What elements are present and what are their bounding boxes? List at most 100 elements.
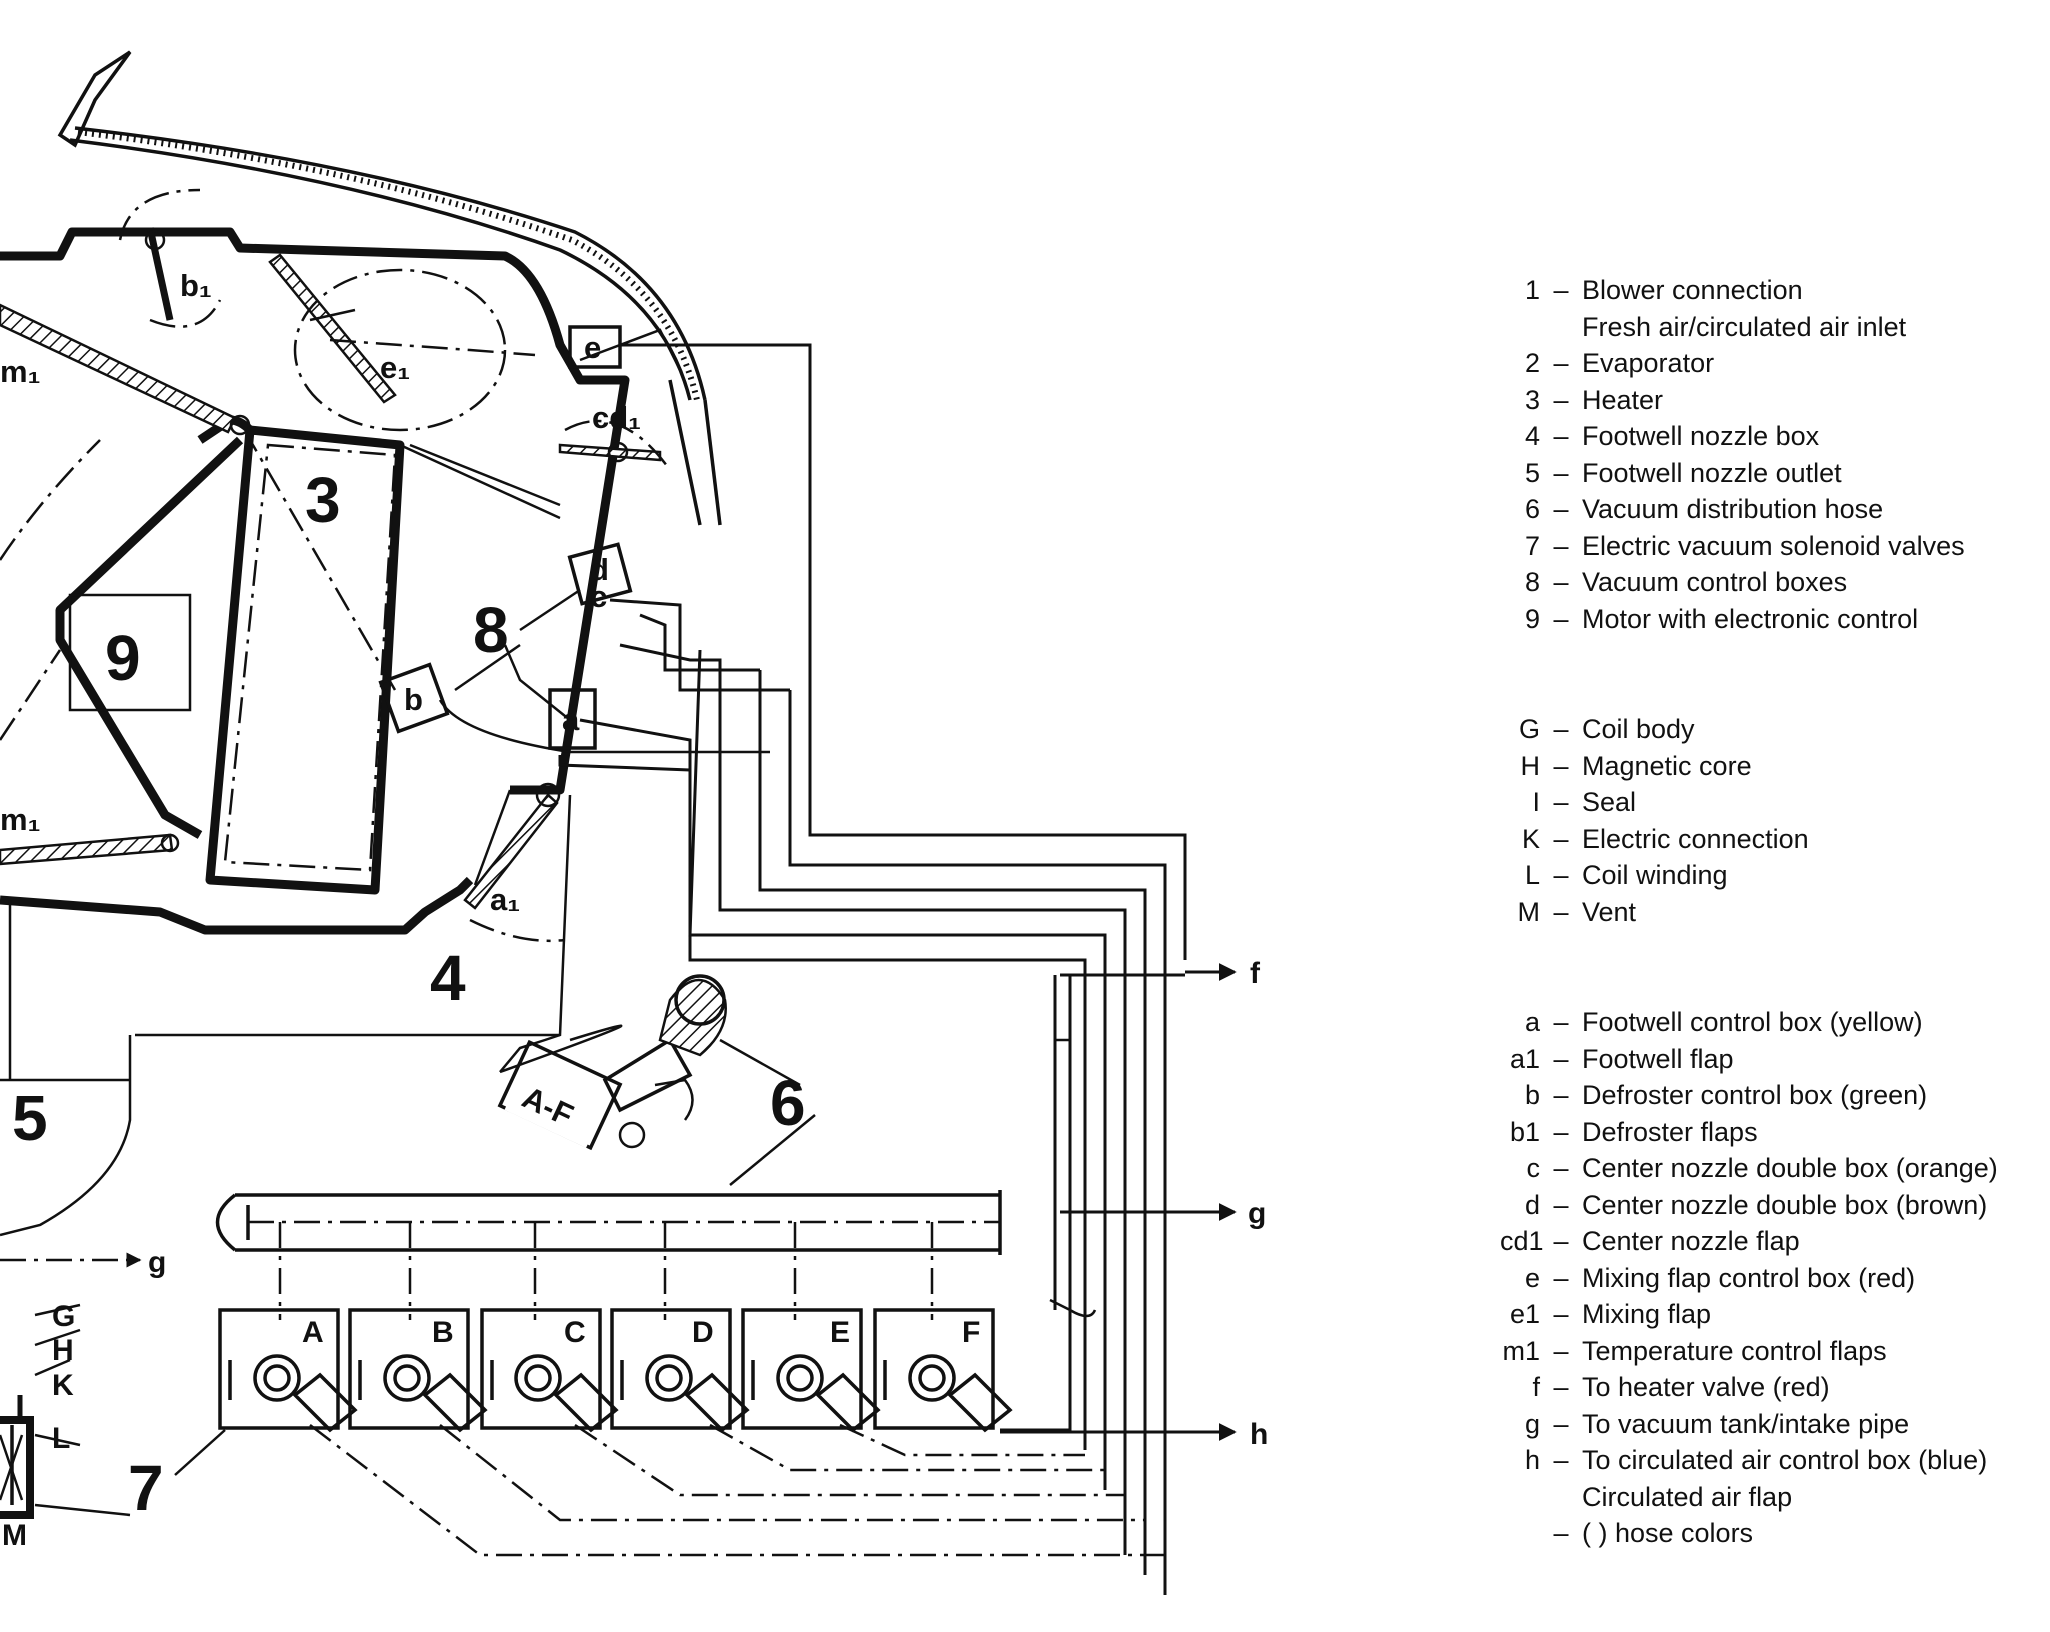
legend-text: Motor with electronic control — [1582, 603, 1919, 634]
legend-text: Coil body — [1582, 714, 1695, 744]
legend-dash: – — [1553, 860, 1569, 890]
legend-text: Footwell nozzle box — [1582, 421, 1820, 451]
legend-key: 4 — [1524, 421, 1540, 451]
legend-dash: – — [1553, 823, 1569, 854]
valve-d-label: D — [692, 1316, 714, 1349]
legend-item: G–Coil body — [1500, 711, 2050, 748]
legend-item: b1–Defroster flaps — [1500, 1114, 2050, 1151]
legend-dash: – — [1553, 750, 1569, 781]
legend-item: 4–Footwell nozzle box — [1500, 418, 2050, 455]
legend-text: To vacuum tank/intake pipe — [1582, 1408, 1910, 1439]
legend-text: Evaporator — [1582, 348, 1715, 378]
legend-key: 7 — [1524, 530, 1540, 561]
legend-dash: – — [1553, 567, 1569, 597]
legend-key: a — [1524, 1007, 1540, 1037]
legend-dash: – — [1553, 384, 1569, 415]
legend-dash — [1540, 309, 1582, 346]
legend-dash: – — [1553, 457, 1569, 488]
svg-text:d: d — [590, 552, 609, 587]
motor-housing — [0, 313, 244, 839]
legend-dash: – — [1553, 787, 1569, 817]
vacuum-distributor — [215, 1114, 1002, 1320]
legend-dash: – — [1553, 896, 1569, 927]
temperature-flap-top — [0, 303, 251, 436]
legend-text: Fresh air/circulated air inlet — [1582, 311, 1907, 342]
legend-text: Defroster flaps — [1582, 1116, 1758, 1147]
legend-key — [1500, 1515, 1540, 1552]
svg-text:b: b — [404, 682, 423, 717]
legend-dash: – — [1553, 1116, 1569, 1147]
legend-key — [1500, 309, 1540, 346]
legend-text: Footwell flap — [1582, 1043, 1734, 1074]
svg-text:c: c — [590, 579, 607, 614]
label-vacuum-hose: 6 — [770, 1067, 806, 1139]
legend-item: L–Coil winding — [1500, 857, 2050, 894]
legend-key: 8 — [1524, 567, 1540, 597]
legend-key: 6 — [1524, 494, 1540, 524]
legend-item: I–Seal — [1500, 784, 2050, 821]
temperature-flap-bottom — [0, 833, 180, 866]
legend-item: m1–Temperature control flaps — [1500, 1333, 2050, 1370]
legend-item: 2–Evaporator — [1500, 345, 2050, 382]
legend-text: Center nozzle flap — [1582, 1226, 1800, 1256]
legend-text: To circulated air control box (blue) — [1582, 1445, 1988, 1475]
valve-b-label: B — [432, 1316, 454, 1349]
legend-key: M — [1517, 896, 1541, 927]
legend-item: 5–Footwell nozzle outlet — [1500, 455, 2050, 492]
outlet-g: g — [1248, 1197, 1266, 1230]
legend-text: Circulated air flap — [1582, 1481, 1793, 1512]
legend-dash: – — [1553, 1408, 1569, 1439]
solenoid-valve-row — [174, 1308, 1165, 1557]
detail-k-label: K — [52, 1369, 74, 1402]
legend-dash: – — [1553, 494, 1569, 524]
legend-item: 3–Heater — [1500, 382, 2050, 419]
legend-dash: – — [1553, 348, 1569, 378]
outlet-h: h — [1250, 1418, 1268, 1451]
legend-key: cd1 — [1500, 1226, 1544, 1256]
legend-item: 7–Electric vacuum solenoid valves — [1500, 528, 2050, 565]
label-control-boxes: 8 — [473, 594, 509, 666]
control-box-e: e — [568, 325, 622, 369]
legend-text: Footwell control box (yellow) — [1582, 1007, 1923, 1037]
detail-g-label: G — [52, 1300, 75, 1333]
legend-key: b — [1524, 1080, 1540, 1110]
legend-item: a–Footwell control box (yellow) — [1500, 1004, 2050, 1041]
legend-key: 5 — [1524, 457, 1540, 488]
legend-item: M–Vent — [1500, 894, 2050, 931]
legend-key: 3 — [1524, 384, 1540, 415]
legend-item: c–Center nozzle double box (orange) — [1500, 1150, 2050, 1187]
legend-text: Footwell nozzle outlet — [1582, 457, 1842, 488]
detail-m-label: M — [2, 1519, 27, 1552]
legend-key: 1 — [1524, 275, 1540, 305]
legend-item: e1–Mixing flap — [1500, 1296, 2050, 1333]
label-defroster-flap: b₁ — [180, 268, 212, 303]
legend-dash: – — [1553, 714, 1569, 744]
windshield-cowl — [57, 50, 722, 526]
valve-a-label: A — [302, 1316, 324, 1349]
legend-item: a1–Footwell flap — [1500, 1041, 2050, 1078]
legend-key: 9 — [1524, 603, 1540, 634]
vacuum-hose-routing — [558, 343, 1237, 1595]
valve-e-label: E — [830, 1316, 850, 1349]
legend-dash: – — [1553, 603, 1569, 634]
valve-f-label: F — [962, 1316, 980, 1349]
label-footwell-nozzle-box: 4 — [430, 942, 466, 1014]
legend-item: Circulated air flap — [1500, 1479, 2050, 1516]
legend-key: G — [1518, 714, 1540, 744]
legend-key: e — [1524, 1262, 1540, 1293]
detail-h-label: H — [52, 1334, 74, 1367]
legend-text: Center nozzle double box (brown) — [1582, 1189, 1988, 1220]
legend-dash: – — [1553, 1335, 1569, 1366]
valve-detail — [0, 1252, 142, 1519]
center-nozzle-flap — [558, 419, 672, 471]
legend-key: c — [1526, 1153, 1541, 1183]
control-box-a: a — [548, 688, 597, 750]
label-footwell-outlet: 5 — [12, 1082, 48, 1154]
legend-key: L — [1524, 860, 1540, 890]
legend-item: 8–Vacuum control boxes — [1500, 564, 2050, 601]
legend-key: K — [1521, 823, 1540, 854]
legend-dash: – — [1553, 1518, 1569, 1548]
legend-item: –( ) hose colors — [1500, 1515, 2050, 1552]
climate-control-diagram: 3 4 5 6 7 8 9 A-F a b d c e b₁ e₁ cd₁ m₁… — [0, 50, 1268, 1595]
